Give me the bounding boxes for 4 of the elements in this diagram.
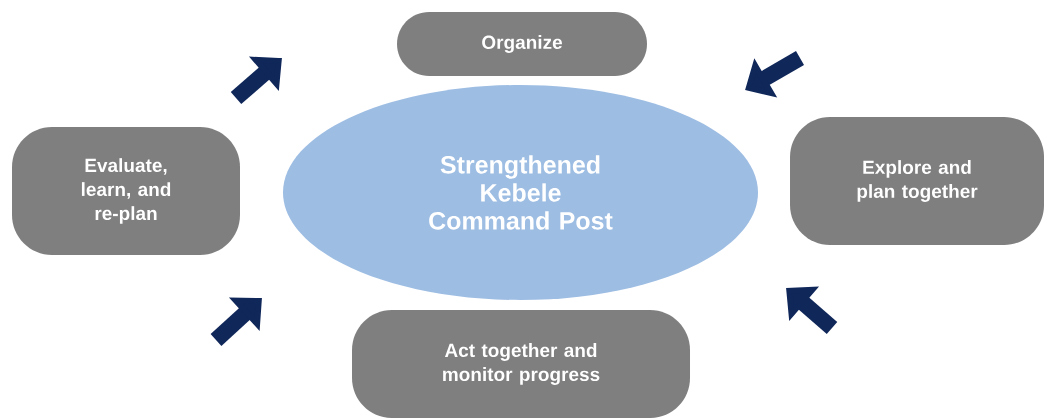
process-box: Organize bbox=[397, 12, 647, 76]
process-box: Evaluate, learn, and re-plan bbox=[12, 127, 240, 255]
process-box: Act together and monitor progress bbox=[352, 310, 690, 418]
process-box: Explore and plan together bbox=[790, 117, 1044, 245]
